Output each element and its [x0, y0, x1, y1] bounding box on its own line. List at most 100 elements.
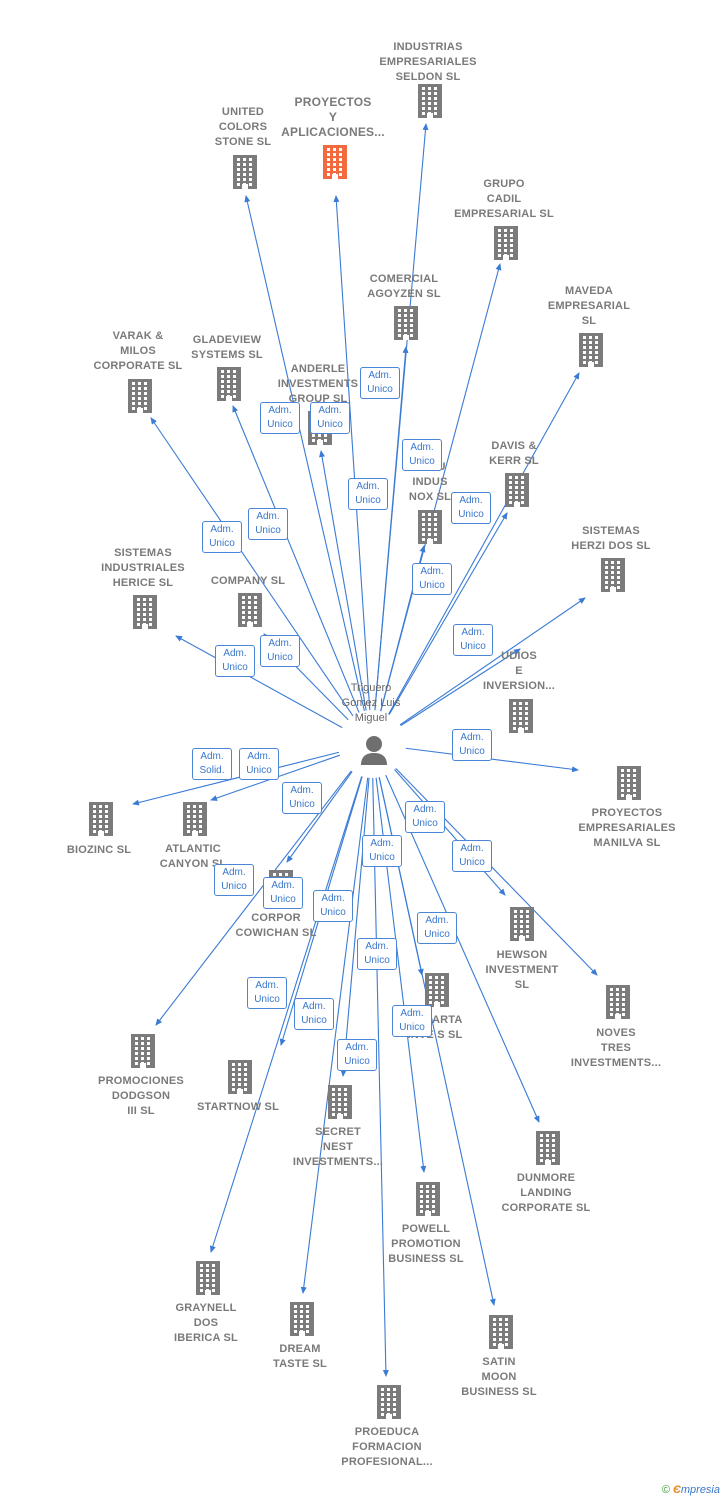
person-icon[interactable]	[361, 736, 387, 765]
edge-role-label[interactable]: Adm. Unico	[360, 367, 400, 399]
building-icon[interactable]	[507, 907, 537, 941]
building-icon[interactable]	[415, 84, 445, 118]
company-name-company[interactable]: COMPANY SL	[210, 575, 286, 587]
edge-role-label[interactable]: Adm. Unico	[215, 645, 255, 677]
edge-role-label[interactable]: Adm. Unico	[357, 938, 397, 970]
company-name-hewson[interactable]: HEWSON INVESTMENT SL	[485, 949, 559, 991]
building-icon[interactable]	[422, 973, 452, 1007]
company-name-agoyzen[interactable]: COMERCIAL AGOYZEN SL	[367, 273, 441, 300]
building-icon[interactable]	[230, 155, 260, 189]
building-icon[interactable]	[413, 1182, 443, 1216]
edge-role-label[interactable]: Adm. Unico	[362, 835, 402, 867]
edge-role-label[interactable]: Adm. Unico	[202, 521, 242, 553]
building-icon[interactable]	[614, 766, 644, 800]
company-name-noves[interactable]: NOVES TRES INVESTMENTS...	[570, 1027, 662, 1069]
edge-estudios	[400, 648, 521, 727]
edge-hewson	[394, 769, 506, 896]
edge-role-label[interactable]: Adm. Unico	[260, 635, 300, 667]
company-name-herzi[interactable]: SISTEMAS HERZI DOS SL	[571, 525, 651, 552]
edge-manilva	[405, 747, 579, 773]
edge-role-label[interactable]: Adm. Unico	[451, 492, 491, 524]
building-icon[interactable]	[128, 1034, 158, 1068]
edge-proeduca	[372, 777, 389, 1377]
company-name-startnow[interactable]: STARTNOW SL	[196, 1101, 280, 1113]
company-name-varak[interactable]: VARAK & MILOS CORPORATE SL	[93, 330, 183, 372]
building-icon[interactable]	[193, 1261, 223, 1295]
edge-role-label[interactable]: Adm. Unico	[453, 624, 493, 656]
building-icon[interactable]	[486, 1315, 516, 1349]
edge-role-label[interactable]: Adm. Solid.	[192, 748, 232, 780]
company-name-cadil[interactable]: GRUPO CADIL EMPRESARIAL SL	[454, 178, 554, 220]
company-name-gladeview[interactable]: GLADEVIEW SYSTEMS SL	[191, 334, 263, 361]
edge-role-label[interactable]: Adm. Unico	[402, 439, 442, 471]
edge-role-label[interactable]: Adm. Unico	[452, 729, 492, 761]
edge-role-label[interactable]: Adm. Unico	[452, 840, 492, 872]
edge-role-label[interactable]: Adm. Unico	[313, 890, 353, 922]
edge-role-label[interactable]: Adm. Unico	[337, 1039, 377, 1071]
edge-role-label[interactable]: Adm. Unico	[260, 402, 300, 434]
edge-role-label[interactable]: Adm. Unico	[282, 782, 322, 814]
company-name-herice[interactable]: SISTEMAS INDUSTRIALES HERICE SL	[101, 547, 185, 589]
company-name-biozinc[interactable]: BIOZINC SL	[66, 844, 132, 856]
edge-role-label[interactable]: Adm. Unico	[247, 977, 287, 1009]
center-person-name[interactable]: Triguero Gomez Luis Miguel	[341, 682, 401, 724]
company-name-proyectos_apl[interactable]: PROYECTOS Y APLICACIONES...	[281, 95, 385, 139]
building-icon[interactable]	[125, 379, 155, 413]
edge-graynell	[209, 776, 363, 1253]
company-name-dodgson[interactable]: PROMOCIONES DODGSON III SL	[98, 1075, 184, 1117]
edge-varak	[150, 417, 354, 717]
company-name-satin[interactable]: SATIN MOON BUSINESS SL	[461, 1356, 537, 1398]
company-name-acharta[interactable]: ACHARTA INVE S SL	[407, 1014, 463, 1041]
company-name-maveda[interactable]: MAVEDA EMPRESARIAL SL	[547, 285, 631, 327]
edge-herice	[175, 635, 343, 729]
company-name-davis[interactable]: DAVIS & KERR SL	[489, 440, 539, 467]
company-name-united[interactable]: UNITED COLORS STONE SL	[214, 106, 272, 148]
brand-footer: ©Єmpresia	[662, 1484, 720, 1496]
building-icon[interactable]	[374, 1385, 404, 1419]
building-icon[interactable]	[491, 226, 521, 260]
company-name-proeduca[interactable]: PROEDUCA FORMACION PROFESIONAL...	[341, 1426, 433, 1468]
building-icon[interactable]	[325, 1085, 355, 1119]
building-icon[interactable]	[214, 367, 244, 401]
building-icon[interactable]	[391, 306, 421, 340]
company-name-cowichan[interactable]: CORPOR COWICHAN SL	[235, 912, 317, 939]
building-icon[interactable]	[86, 802, 116, 836]
edge-role-label[interactable]: Adm. Unico	[294, 998, 334, 1030]
company-name-dunmore[interactable]: DUNMORE LANDING CORPORATE SL	[501, 1172, 591, 1214]
edge-dream	[300, 777, 369, 1294]
building-icon[interactable]	[320, 145, 350, 179]
company-name-manilva[interactable]: PROYECTOS EMPRESARIALES MANILVA SL	[578, 807, 676, 849]
brand-name: mpresia	[680, 1484, 720, 1496]
building-icon[interactable]	[603, 985, 633, 1019]
building-icon[interactable]	[533, 1131, 563, 1165]
building-icon[interactable]	[287, 1302, 317, 1336]
edge-role-label[interactable]: Adm. Unico	[263, 877, 303, 909]
edge-role-label[interactable]: Adm. Unico	[392, 1005, 432, 1037]
building-icon[interactable]	[415, 510, 445, 544]
edge-role-label[interactable]: Adm. Unico	[348, 478, 388, 510]
company-name-seldon[interactable]: INDUSTRIAS EMPRESARIALES SELDON SL	[379, 41, 477, 83]
building-icon[interactable]	[598, 558, 628, 592]
building-icon[interactable]	[576, 333, 606, 367]
building-icon[interactable]	[225, 1060, 255, 1094]
building-icon[interactable]	[180, 802, 210, 836]
company-name-graynell[interactable]: GRAYNELL DOS IBERICA SL	[174, 1302, 238, 1344]
edge-role-label[interactable]: Adm. Unico	[412, 563, 452, 595]
edge-role-label[interactable]: Adm. Unico	[214, 864, 254, 896]
building-icon[interactable]	[130, 595, 160, 629]
company-name-dream[interactable]: DREAM TASTE SL	[273, 1343, 327, 1370]
edge-gladeview	[232, 405, 360, 713]
building-icon[interactable]	[506, 699, 536, 733]
edge-role-label[interactable]: Adm. Unico	[248, 508, 288, 540]
copyright-symbol: ©	[661, 1484, 670, 1496]
edge-role-label[interactable]: Adm. Unico	[310, 402, 350, 434]
company-name-powell[interactable]: POWELL PROMOTION BUSINESS SL	[388, 1223, 464, 1265]
company-name-secret[interactable]: SECRET NEST INVESTMENTS...	[292, 1126, 384, 1168]
building-icon[interactable]	[235, 593, 265, 627]
edge-role-label[interactable]: Adm. Unico	[405, 801, 445, 833]
company-name-estudios[interactable]: UDIOS E INVERSION...	[482, 650, 556, 692]
building-icon[interactable]	[502, 473, 532, 507]
edge-role-label[interactable]: Adm. Unico	[417, 912, 457, 944]
edge-role-label[interactable]: Adm. Unico	[239, 748, 279, 780]
